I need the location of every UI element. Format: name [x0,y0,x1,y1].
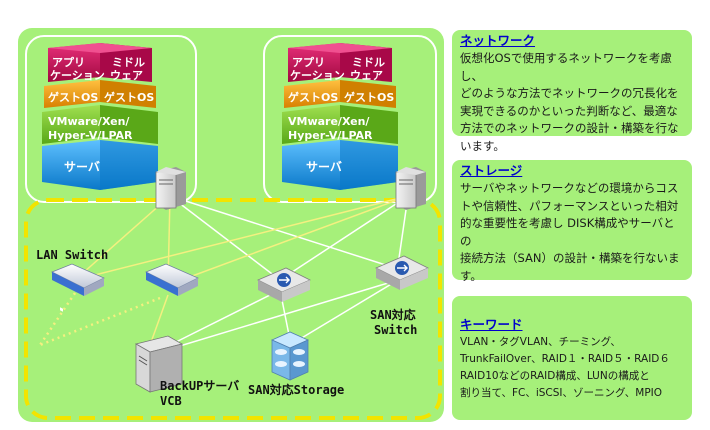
lan-switch-2-icon [145,263,199,296]
server-block-side [100,140,158,190]
guest-os-label-1: ゲストOS [48,90,98,104]
guest-os-label-1: ゲストOS [288,90,338,104]
storage-text-line: サーバやネットワークなどの環境からコス [460,181,679,195]
host-2-server-icon [395,167,426,210]
hypervisor-block-side [100,105,158,144]
hypervisor-label-line2: Hyper-V/LPAR [48,129,133,142]
backup-server-icon [134,335,184,393]
link-host1-lanswitch1 [74,195,171,281]
application-label-line1: アプリ [52,55,85,69]
link-host2-sanswitch1 [279,195,409,281]
info-panel-network: ネットワーク 仮想化OSで使用するネットワークを考慮し、 どのような方法でネット… [452,30,692,153]
network-text-line: います。 [460,138,505,153]
backup-label-line1: BackUPサーバ [160,379,239,393]
network-text-line: 実現できるのかといった判断など、最適な [460,103,678,118]
guest-os-block-side [100,80,156,108]
network-text-line: 方法でのネットワークの設計・構築を行な [460,121,679,135]
storage-label: SAN対応Storage [248,382,344,397]
network-text-line: どのような方法でネットワークの冗長化を [460,86,679,100]
link-sanswitch2-backup [159,279,399,353]
keyword-text-line: 割り当て、FC、iSCSI、ゾーニング、MPIO [460,387,663,399]
san-switch-label-line2: Switch [374,323,417,337]
hypervisor-label-line1: VMware/Xen/ [48,115,130,128]
link-host1-sanswitch1 [169,195,281,281]
san-switch-1-icon [257,267,311,302]
keyword-text-line: TrunkFailOver、RAID１・RAID５・RAID６ [460,353,670,365]
middleware-label-line1: ミドル [352,56,385,69]
middleware-label-line2: ウェア [350,69,383,82]
host-1-server-icon [155,167,186,210]
network-title-link[interactable]: ネットワーク [460,33,536,48]
server-label: サーバ [64,160,100,174]
application-block-top [288,43,392,53]
storage-text-line: 的な重要性を考慮し DISK構成やサーバとの [460,216,675,248]
link-host1-sanswitch2 [169,195,396,269]
lan-switch-label: LAN Switch [36,248,108,262]
vm-stack-1: アプリ ケーション ミドル ウェア ゲストOS ゲストOS VMware/Xen… [42,43,158,190]
keyword-title-link[interactable]: キーワード [460,317,523,332]
info-panel-storage: ストレージ サーバやネットワークなどの環境からコス トや信頼性、パフォーマンスと… [452,160,692,283]
link-backup-lanswitch2 [149,294,169,346]
hypervisor-block [282,105,340,144]
guest-os-block-side [340,80,396,108]
guest-os-label-2: ゲストOS [344,90,394,104]
guest-os-label-2: ゲストOS [104,90,154,104]
application-block-side [100,43,152,82]
middleware-label-line1: ミドル [112,56,145,69]
hypervisor-label-line1: VMware/Xen/ [288,115,370,128]
application-label-line1: アプリ [292,55,325,69]
application-block [48,43,100,82]
keyword-text-line: VLAN・タグVLAN、チーミング、 [460,336,621,348]
hypervisor-block [42,105,100,144]
link-sanswitch1-backup [159,289,281,351]
network-text-line: 仮想化OSで使用するネットワークを考慮し、 [460,51,672,83]
middleware-label-line2: ウェア [110,69,143,82]
link-host2-lanswitch2 [167,195,409,286]
link-lanswitch1-dotted [38,292,77,346]
guest-os-block [284,80,340,108]
application-label-line2: ケーション [290,69,345,82]
san-switch-2-icon [375,255,429,290]
storage-title-link[interactable]: ストレージ [460,163,523,178]
hypervisor-block-side [340,105,398,144]
application-block [288,43,340,82]
link-host2-lanswitch1 [74,195,409,281]
storage-icon [271,331,309,381]
application-block-top [48,43,152,53]
guest-os-block [44,80,100,108]
link-lanswitch2-dotted [39,296,161,347]
storage-text-line: トや信頼性、パフォーマンスといった相対 [460,198,679,213]
server-label: サーバ [306,160,342,174]
application-label-line2: ケーション [50,69,105,82]
network-area-border [24,198,442,420]
server-block-side [340,140,398,190]
san-switch-label-line1: SAN対応 [370,307,416,322]
keyword-text-line: RAID10などのRAID構成、LUNの構成と [460,370,650,382]
info-panel-keyword: キーワード VLAN・タグVLAN、チーミング、 TrunkFailOver、R… [452,296,692,420]
link-sanswitch2-storage [294,279,399,343]
vm-stack-2: アプリ ケーション ミドル ウェア ゲストOS ゲストOS VMware/Xen… [282,43,398,190]
lan-switch-1-icon [51,263,105,312]
application-block-side [340,43,392,82]
backup-label-line2: VCB [160,394,182,408]
hypervisor-label-line2: Hyper-V/LPAR [288,129,373,142]
storage-text-line: 接続方法（SAN）の設計・構築を行ないます。 [460,251,680,283]
